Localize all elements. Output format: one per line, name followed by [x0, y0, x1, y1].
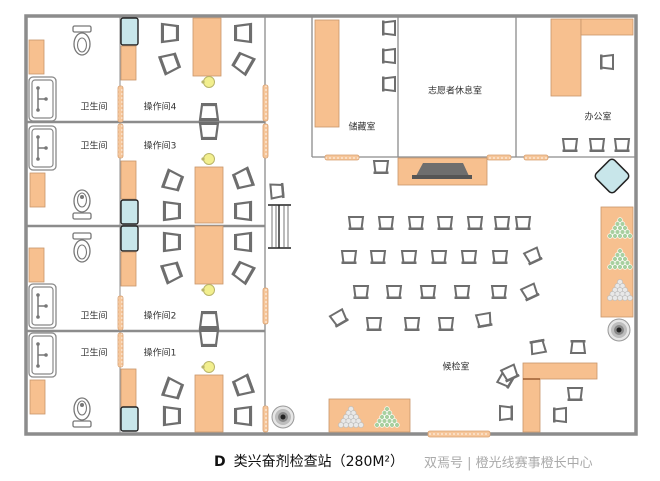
- room-label-storage: 储藏室: [348, 122, 376, 133]
- storage-furniture: [314, 19, 396, 128]
- room-label-operation-3: 操作间3: [143, 141, 177, 152]
- doors: [117, 84, 549, 438]
- office-furniture: [550, 18, 634, 153]
- room-label-toilet-1: 卫生间: [80, 348, 108, 359]
- tv-cabinet: [397, 157, 488, 186]
- caption-text: 类兴奋剂检查站（280M²）: [233, 454, 405, 470]
- left-wing-furniture: [28, 17, 257, 433]
- room-label-operation-2: 操作间2: [143, 311, 177, 322]
- room-label-operation-4: 操作间4: [143, 102, 177, 113]
- watermark: 双焉号 | 橙光线赛事橙长中心: [424, 456, 593, 471]
- room-label-volunteer-lounge: 志愿者休息室: [427, 86, 483, 97]
- caption-prefix: D: [214, 454, 226, 470]
- plan-caption: D 类兴奋剂检查站（280M²）: [214, 451, 404, 471]
- room-label-operation-1: 操作间1: [143, 348, 177, 359]
- waiting-room-furniture: [268, 158, 634, 433]
- room-label-waiting-room: 候检室: [442, 362, 470, 373]
- room-label-office: 办公室: [584, 112, 612, 123]
- room-label-toilet-2: 卫生间: [80, 311, 108, 322]
- room-label-toilet-3: 卫生间: [80, 141, 108, 152]
- room-label-toilet-4: 卫生间: [80, 102, 108, 113]
